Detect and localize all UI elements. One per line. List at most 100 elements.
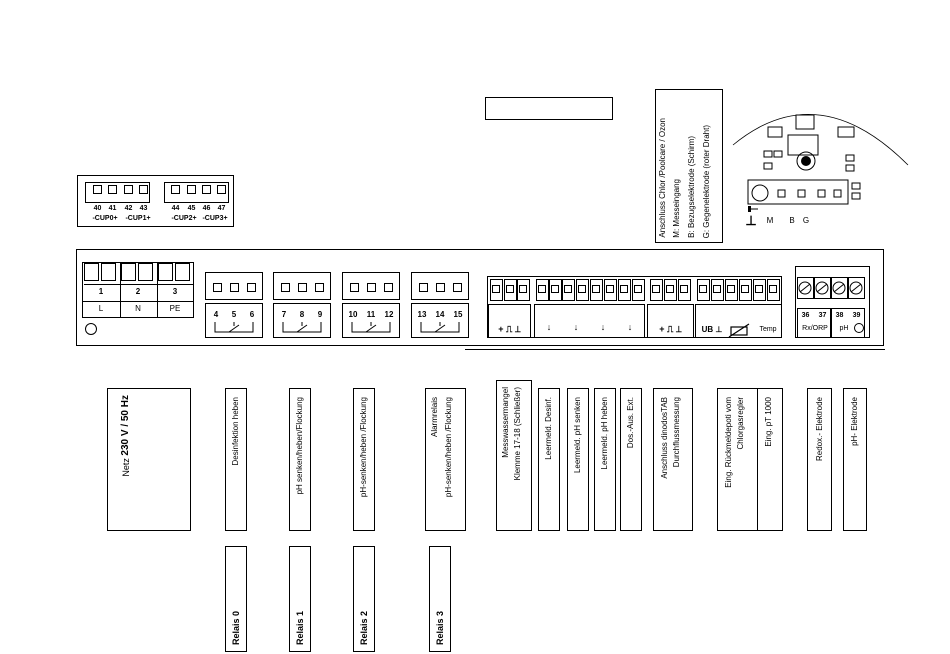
relay-screw-icon [315,283,324,292]
desc-relais-0: Desinfektion heben [225,388,247,531]
cup-label: -CUP1+ [125,215,151,222]
cup-screw-icon [217,185,226,194]
signal-screw-icon [620,285,628,293]
cup-connector-left [85,182,150,203]
cup-label: -CUP0+ [92,215,118,222]
ph-frame [831,308,865,338]
relay-number: 15 [453,310,463,319]
bnc-screw-icon [832,281,846,295]
desc-redox: Redox.- Elektrode [807,388,832,531]
relay-number: 8 [299,310,305,319]
signal-group-frame [695,304,782,338]
relay-screw-icon [350,283,359,292]
power-label-l: L [98,304,104,313]
signal-screw-icon [755,285,763,293]
terminal-37: 37 [818,312,827,319]
relay-screw-icon [436,283,445,292]
power-number-1: 1 [98,287,104,296]
cup-number: 43 [139,205,148,212]
signal-screw-icon [564,285,572,293]
relay-screw-icon [281,283,290,292]
desc-relais-1: pH senken/heben/Flockung [289,388,311,531]
power-terminal-slot [84,263,99,281]
relay-number: 6 [249,310,255,319]
desc-leer-desinf: Leermeld. Desinf. [538,388,560,531]
cup-label: -CUP2+ [171,215,197,222]
mounting-hole-icon [85,323,97,335]
relay-number: 7 [281,310,287,319]
level-arrow-icon: ↓ [573,322,579,332]
temp-label: Temp [759,326,777,333]
relay-contact-icon [420,322,460,333]
signal-screw-icon [727,285,735,293]
relay-label-3: Relais 3 [429,546,451,652]
flow-input-symbols: + ⎍ ⊥ [498,324,521,334]
relay-number: 5 [231,310,237,319]
relay-label-0: Relais 0 [225,546,247,652]
desc-ph: pH- Elektrode [843,388,867,531]
signal-screw-icon [680,285,688,293]
terminal-36: 36 [801,312,810,319]
sensor-line-3: B: Bezugselektrode (Schirm) [687,136,696,238]
blank-label-box [485,97,613,120]
sensor-board-drawing [732,114,909,212]
sensor-connection-box: Anschluss Chlor /Poolcare / Ozon M: Mess… [655,89,723,243]
signal-screw-icon [699,285,707,293]
signal-group-frame [647,304,694,338]
sensor-pin-b: B [789,216,795,225]
power-terminal-slot [121,263,136,281]
signal-screw-icon [578,285,586,293]
signal-screw-icon [551,285,559,293]
desc-messwasser: Messwassermangel Klemme 17-18 (Schließer… [496,380,532,531]
relay-screw-icon [298,283,307,292]
signal-screw-icon [769,285,777,293]
ph-electrode-icon [854,323,864,333]
relay-screw-icon [419,283,428,292]
desc-relais-2: pH-senken/heben /Flockung [353,388,375,531]
terminal-38: 38 [835,312,844,319]
relay-contact-icon [282,322,322,333]
relay-number: 4 [213,310,219,319]
ub-symbol: UB ⊥ [701,325,723,334]
terminal-39: 39 [852,312,861,319]
cup-number: 41 [108,205,117,212]
sensor-pin-m: M [766,216,774,225]
relay-label-1: Relais 1 [289,546,311,652]
signal-screw-icon [492,285,500,293]
relay-screw-icon [453,283,462,292]
power-terminal-slot [158,263,173,281]
signal-screw-icon [634,285,642,293]
signal-group-frame [534,304,645,338]
desc-leer-ph-heben: Leermeld. pH heben [594,388,616,531]
cup-number: 46 [202,205,211,212]
cup-terminal-block [77,175,234,227]
cup-label: -CUP3+ [202,215,228,222]
cup-screw-icon [171,185,180,194]
power-terminal-slot [101,263,116,281]
cup-connector-right [164,182,229,203]
desc-leer-ph-senken: Leermeld. pH senken [567,388,589,531]
power-label-pe: PE [169,304,181,313]
level-arrow-icon: ↓ [600,322,606,332]
desc-rueckmelde-pt: Eing. Rückmeldepoti vom Chlorgasregler E… [717,388,783,531]
signal-screw-icon [741,285,749,293]
signal-group-frame [488,304,531,338]
strip-underline [465,349,885,350]
relay-number: 13 [417,310,427,319]
relay-number: 14 [435,310,445,319]
cup-screw-icon [139,185,148,194]
signal-screw-icon [713,285,721,293]
cup-number: 40 [93,205,102,212]
sensor-pin-g: G [802,216,810,225]
relay-number: 11 [366,310,376,319]
cup-screw-icon [124,185,133,194]
redox-frame [797,308,831,338]
power-number-3: 3 [172,287,178,296]
relay-screw-icon [247,283,256,292]
relay-contact-icon [214,322,254,333]
sensor-pin-ground: ⊥ [745,213,757,228]
cup-screw-icon [108,185,117,194]
bnc-screw-icon [815,281,829,295]
potentiometer-icon [728,323,750,338]
power-number-2: 2 [135,287,141,296]
